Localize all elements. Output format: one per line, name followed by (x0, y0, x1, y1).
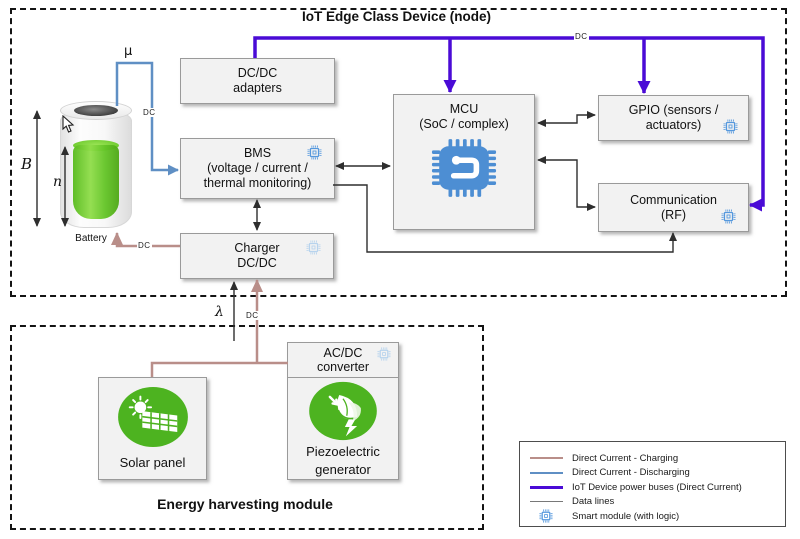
dc-charging-line-swatch (520, 457, 572, 460)
battery-cap (74, 105, 118, 116)
bms-label-line3: thermal monitoring) (203, 175, 312, 190)
solar-panel-label: Solar panel (119, 454, 186, 470)
legend-item-dc-charging: Direct Current - Charging (520, 451, 785, 466)
gpio-label-line2: actuators) (645, 118, 702, 132)
piezo-label-line1: Piezoelectric (306, 444, 380, 460)
dcdc-adapters-label-line2: adapters (233, 81, 282, 95)
dc-label-harvest: DC (245, 311, 260, 320)
mcu-label-line1: MCU (449, 102, 479, 116)
legend-label: Data lines (572, 496, 615, 508)
energy-harvesting-title: Energy harvesting module (157, 496, 333, 512)
solar-panel-block: Solar panel (98, 377, 207, 480)
legend-item-data-lines: Data lines (520, 495, 785, 510)
piezoelectric-generator-section: Piezoelectric generator (288, 378, 398, 479)
power-bus-line-swatch (520, 485, 572, 489)
communication-label-line2: (RF) (661, 207, 686, 222)
acdc-piezo-block: AC/DC converter Piezoelectric generator (287, 342, 399, 480)
charger-label-line1: Charger (234, 241, 280, 256)
smart-module-chip-icon (723, 119, 738, 134)
solar-panel-icon (116, 385, 190, 449)
smart-module-chip-icon (307, 145, 322, 160)
legend-item-smart-module: Smart module (with logic) (520, 509, 785, 524)
acdc-label-line1: AC/DC (323, 345, 363, 360)
dc-label-charge: DC (137, 241, 152, 250)
smart-module-chip-icon (520, 509, 572, 523)
dcdc-adapters-block: DC/DC adapters (180, 58, 335, 104)
legend-label: IoT Device power buses (Direct Current) (572, 481, 742, 493)
dc-discharging-line-swatch (520, 471, 572, 474)
smart-module-chip-icon (306, 240, 321, 255)
bms-block: BMS (voltage / current / thermal monitor… (180, 138, 335, 199)
legend-label: Direct Current - Discharging (572, 467, 690, 479)
communication-label-line1: Communication (630, 192, 717, 207)
mcu-chip-icon (428, 137, 500, 199)
bms-label-line2: (voltage / current / (207, 161, 308, 176)
battery-charge-level (73, 145, 119, 219)
gpio-block: GPIO (sensors / actuators) (598, 95, 749, 141)
legend-item-power-bus: IoT Device power buses (Direct Current) (520, 480, 785, 495)
legend-label: Direct Current - Charging (572, 452, 679, 464)
dc-label-discharge: DC (142, 108, 157, 117)
discharge-rate-symbol: μ (124, 44, 133, 59)
battery-capacity-symbol: B (21, 155, 33, 173)
gpio-label-line1: GPIO (sensors / (628, 103, 719, 118)
piezoelectric-icon (307, 380, 379, 442)
iot-device-title: IoT Edge Class Device (node) (301, 9, 492, 24)
bms-label-line1: BMS (243, 146, 272, 161)
dc-label-power-bus: DC (574, 32, 589, 41)
battery-label: Battery (75, 233, 107, 244)
communication-block: Communication (RF) (598, 183, 749, 232)
energy-harvesting-frame (10, 325, 484, 530)
smart-module-chip-icon (377, 347, 391, 361)
legend: Direct Current - Charging Direct Current… (519, 441, 786, 527)
data-line-swatch (520, 501, 572, 503)
charger-label-line2: DC/DC (237, 256, 277, 270)
mouse-cursor-icon (62, 115, 75, 134)
piezo-label-line2: generator (315, 461, 371, 477)
energy-arrival-symbol: λ (215, 304, 224, 320)
smart-module-chip-icon (721, 209, 736, 224)
acdc-label-line2: converter (316, 360, 370, 374)
dcdc-adapters-label-line1: DC/DC (237, 66, 278, 81)
battery-level-symbol: n (53, 174, 63, 190)
acdc-converter-header: AC/DC converter (288, 343, 398, 378)
mcu-block: MCU (SoC / complex) (393, 94, 535, 230)
legend-label: Smart module (with logic) (572, 510, 680, 522)
iot-device-frame (10, 8, 787, 297)
mcu-label-line2: (SoC / complex) (419, 116, 509, 131)
charger-block: Charger DC/DC (180, 233, 334, 279)
legend-item-dc-discharging: Direct Current - Discharging (520, 466, 785, 481)
